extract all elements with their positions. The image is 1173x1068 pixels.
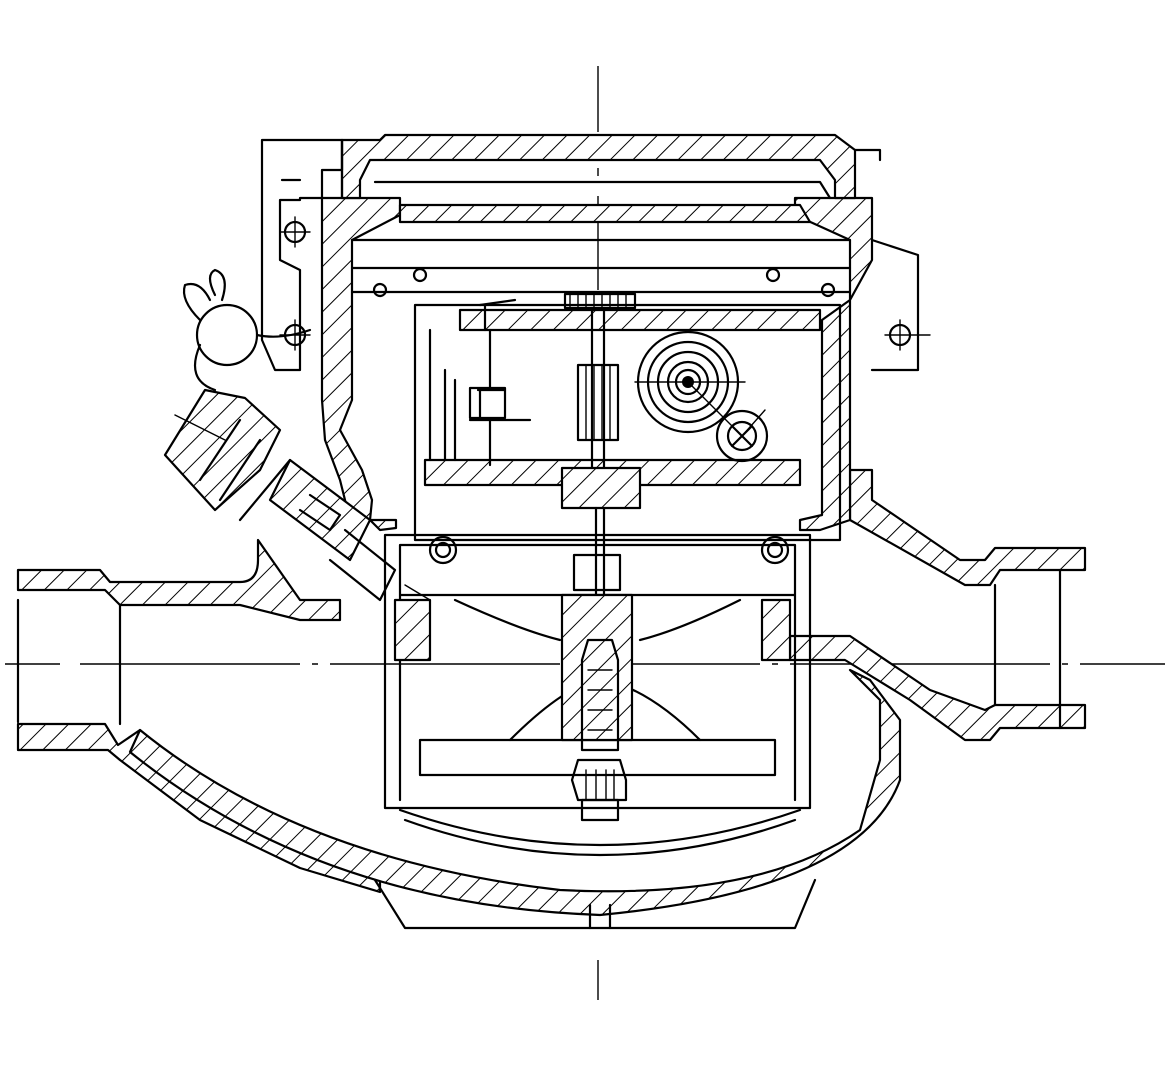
outlet-pipe — [788, 468, 1087, 742]
gear-train — [468, 298, 532, 467]
adjusting-screw — [570, 758, 628, 822]
regulator-plug — [163, 388, 431, 602]
impeller-shaft — [560, 553, 634, 752]
mounting-lug-left — [260, 138, 344, 372]
lower-bowl — [128, 668, 902, 917]
dial-gear — [687, 381, 769, 463]
top-lid-frame — [340, 133, 857, 224]
inlet-pipe — [16, 538, 382, 894]
pointer-spindle — [560, 292, 642, 622]
star-wheel — [634, 329, 746, 434]
mounting-lug-right — [853, 148, 931, 372]
bottom-base — [373, 878, 817, 930]
seal-wire — [182, 268, 312, 392]
